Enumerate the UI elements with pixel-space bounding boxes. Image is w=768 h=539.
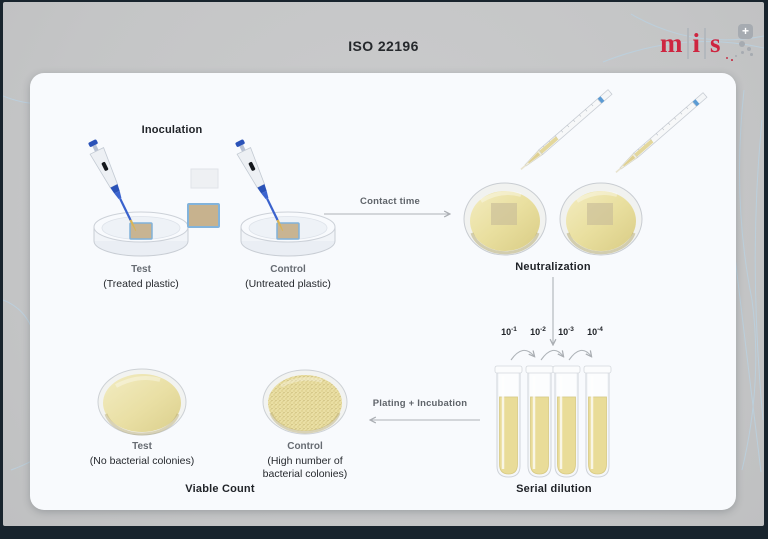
mis-logo-text: m i s xyxy=(660,28,721,59)
logo-letter-m: m xyxy=(660,28,683,58)
logo-letter-i: i xyxy=(692,28,701,58)
test-sublabel: (Treated plastic) xyxy=(103,278,179,290)
logo-dot xyxy=(741,51,744,54)
logo-dot xyxy=(747,47,751,51)
control-label: Control xyxy=(270,264,306,275)
logo-letter-s: s xyxy=(710,28,721,58)
plating-incubation-label: Plating + Incubation xyxy=(372,398,468,409)
inoculation-heading: Inoculation xyxy=(141,124,203,136)
logo-dot xyxy=(735,55,737,57)
logo-dot xyxy=(739,41,745,47)
dilution-label-4: 10-4 xyxy=(587,326,603,337)
viable-control-sublabel: (High number of bacterial colonies) xyxy=(262,455,348,481)
viable-count-heading: Viable Count xyxy=(185,483,255,495)
mis-logo: m i s + xyxy=(660,22,760,66)
logo-separator xyxy=(704,28,707,59)
viable-control-label: Control xyxy=(287,441,323,452)
viable-test-label: Test xyxy=(132,441,152,452)
viable-test-sublabel: (No bacterial colonies) xyxy=(89,455,195,467)
test-label: Test xyxy=(131,264,151,275)
contact-time-label: Contact time xyxy=(360,196,420,207)
logo-dot xyxy=(750,53,753,56)
control-sublabel: (Untreated plastic) xyxy=(245,278,331,290)
logo-separator xyxy=(686,28,689,59)
page-title: ISO 22196 xyxy=(348,38,419,54)
serial-dilution-heading: Serial dilution xyxy=(516,483,592,495)
logo-dot-red xyxy=(731,59,733,61)
dilution-label-1: 10-1 xyxy=(501,326,517,337)
logo-dot-red xyxy=(726,57,728,59)
dilution-label-2: 10-2 xyxy=(530,326,546,337)
slide-background: ISO 22196 m i s + xyxy=(3,2,764,526)
plus-icon: + xyxy=(738,24,753,39)
dilution-label-3: 10-3 xyxy=(558,326,574,337)
neutralization-heading: Neutralization xyxy=(515,261,591,273)
